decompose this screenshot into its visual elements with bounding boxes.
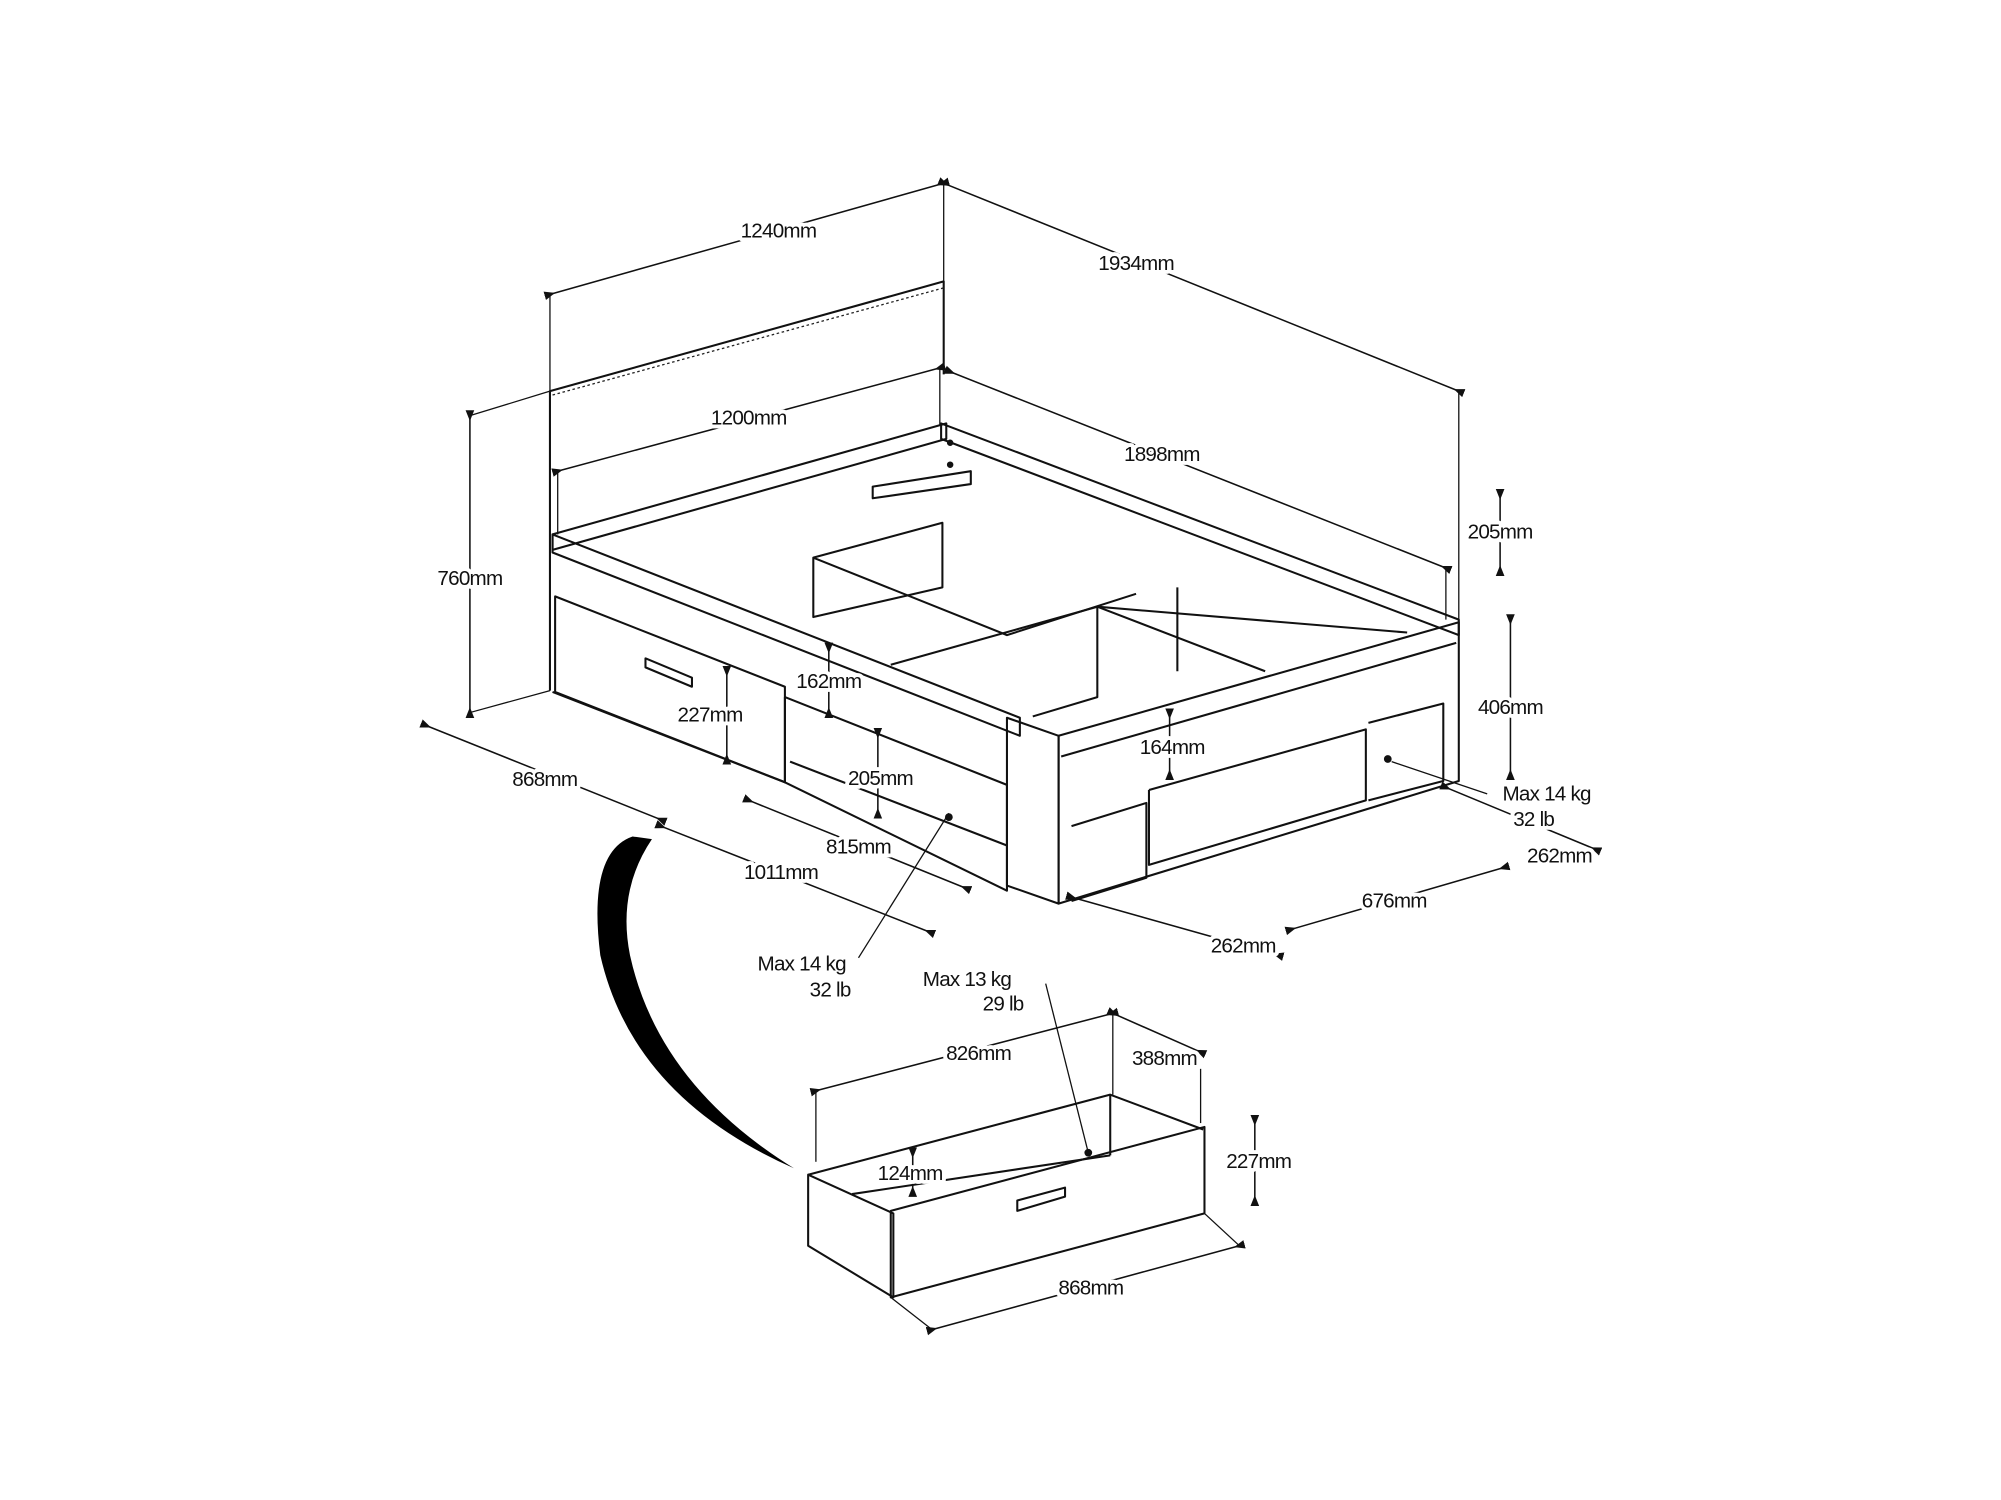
label-frame-length: 1898mm: [1124, 443, 1200, 466]
inner-box: [812, 521, 944, 619]
corner-post: [1005, 716, 1060, 905]
front-side-panel: [551, 533, 1021, 737]
label-side-height: 406mm: [1478, 696, 1543, 719]
curved-arrow-icon: [597, 836, 794, 1169]
drawer-side: [807, 1173, 895, 1299]
drawer-handle-icon: [644, 657, 693, 688]
drawer-front-panel: [889, 1125, 1206, 1299]
label-shelf-depth-left: 162mm: [796, 670, 861, 693]
label-cubby-width-bottom: 262mm: [1211, 935, 1276, 958]
foot-cubby-right: [1368, 702, 1445, 802]
label-shelf-depth-right: 164mm: [1140, 736, 1205, 759]
drawer-front: [554, 595, 786, 784]
label-load-left-lb: 32 lb: [810, 979, 851, 1002]
label-cubby-length-right: 676mm: [1362, 889, 1427, 912]
drawer-drawing: [807, 1093, 1206, 1299]
label-load-drawer-kg: Max 13 kg: [923, 968, 1012, 991]
label-drawer-height-in-bed: 227mm: [678, 704, 743, 727]
bed-drawing: [548, 280, 1460, 905]
label-drawer-inner-height: 124mm: [878, 1162, 943, 1185]
label-overall-height: 760mm: [437, 567, 502, 590]
dimension-labels: 1240mm 1934mm 1200mm 1898mm 205mm 760mm …: [434, 216, 1597, 1304]
foot-cubby-mid: [1147, 728, 1367, 866]
label-load-drawer-lb: 29 lb: [983, 993, 1024, 1016]
extension-lines: [469, 183, 1460, 1331]
drawer-handle-icon: [1016, 1186, 1067, 1212]
label-load-left-kg: Max 14 kg: [758, 953, 847, 976]
label-cubby-height: 205mm: [848, 767, 913, 790]
label-load-right-lb: 32 lb: [1513, 808, 1554, 831]
label-front-length: 1011mm: [744, 861, 818, 884]
head-panel: [551, 422, 948, 551]
label-drawer-height: 227mm: [1226, 1150, 1291, 1173]
label-drawer-length: 868mm: [1058, 1277, 1123, 1300]
label-cubby-width-right: 262mm: [1527, 844, 1592, 867]
bed-bracket: [871, 470, 972, 500]
label-cubby-length-left: 815mm: [826, 835, 891, 858]
label-headboard-offset: 205mm: [1468, 520, 1533, 543]
label-frame-width: 1200mm: [711, 407, 787, 430]
front-cubby: [783, 696, 1008, 892]
dimension-lines: [419, 177, 1603, 1336]
foot-side-panel: [1057, 621, 1460, 905]
label-drawer-pullout: 868mm: [512, 768, 577, 791]
label-drawer-depth: 388mm: [1132, 1047, 1197, 1070]
label-drawer-inner-length: 826mm: [946, 1042, 1011, 1065]
foot-cubby-left: [1071, 801, 1148, 903]
label-headboard-width: 1240mm: [741, 220, 817, 243]
back-side-rail: [940, 422, 1460, 637]
label-overall-length: 1934mm: [1098, 252, 1174, 275]
label-load-right-kg: Max 14 kg: [1502, 782, 1591, 805]
